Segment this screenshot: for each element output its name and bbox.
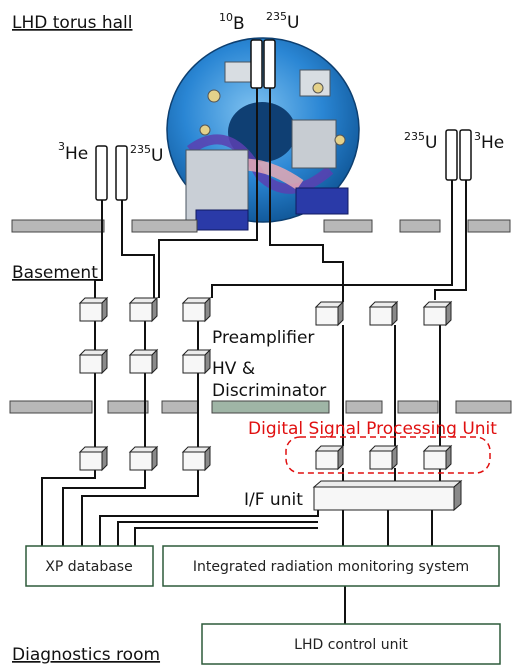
hv-label-line2: Discriminator — [212, 381, 326, 401]
signal-module — [182, 446, 211, 471]
dsp-highlight-outline — [285, 436, 491, 474]
detector-3he-right-tube — [459, 129, 472, 181]
detector-235u-right-tube — [445, 129, 458, 181]
hv-discriminator-module — [129, 349, 158, 374]
detector-235u-left-tube — [115, 145, 128, 201]
preamplifier-module — [423, 301, 452, 326]
detector-label-10b: 10B — [219, 11, 245, 34]
xp-database-label: XP database — [45, 559, 132, 575]
section-title-diagnostics-room: Diagnostics room — [12, 645, 160, 665]
basement-floor — [9, 400, 512, 414]
hv-label-line1: HV & — [212, 359, 255, 379]
detector-label-3he-left: 3He — [58, 140, 88, 164]
detector-label-235u-right: 235U — [404, 130, 437, 153]
if-unit-label: I/F unit — [244, 490, 303, 510]
hv-discriminator-module — [79, 349, 108, 374]
preamplifier-module — [315, 301, 344, 326]
preamplifier-module — [129, 297, 158, 322]
signal-module — [129, 446, 158, 471]
preamplifier-module — [369, 301, 398, 326]
section-title-basement: Basement — [12, 263, 98, 283]
detector-tubes — [95, 39, 472, 201]
lhd-control-box: LHD control unit — [201, 623, 501, 665]
preamplifier-module — [182, 297, 211, 322]
detector-label-235u-left: 235U — [130, 143, 163, 166]
detector-label-235u-center: 235U — [266, 10, 299, 33]
if-unit-box — [312, 479, 463, 512]
hv-discriminator-module — [182, 349, 211, 374]
detector-3he-left-tube — [95, 145, 108, 201]
lhd-torus-illustration — [166, 37, 360, 231]
detector-235u-center-tube — [263, 39, 276, 89]
signal-module — [79, 446, 108, 471]
integrated-monitoring-label: Integrated radiation monitoring system — [193, 559, 469, 575]
lhd-control-label: LHD control unit — [294, 637, 408, 653]
preamplifier-module — [79, 297, 108, 322]
section-title-torus-hall: LHD torus hall — [12, 13, 132, 33]
detector-label-3he-right: 3He — [474, 130, 504, 153]
preamplifier-label: Preamplifier — [212, 328, 314, 348]
dsp-module — [315, 445, 344, 470]
torus-hall-floor — [11, 219, 511, 233]
dsp-module — [369, 445, 398, 470]
detector-10b-tube — [250, 39, 263, 89]
dsp-module — [423, 445, 452, 470]
dsp-unit-label: Digital Signal Processing Unit — [248, 419, 497, 439]
integrated-monitoring-box: Integrated radiation monitoring system — [162, 545, 500, 587]
xp-database-box: XP database — [25, 545, 154, 587]
